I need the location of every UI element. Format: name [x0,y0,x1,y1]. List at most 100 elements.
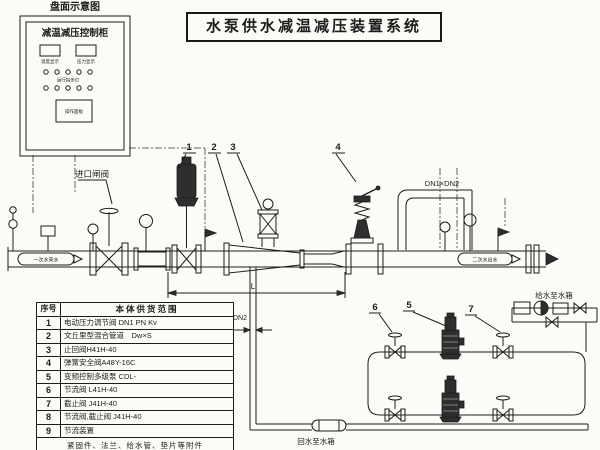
table-row: 5 变频控制多级泵 CDL- [37,369,233,383]
handwheel-icon [99,207,119,215]
flow-tag-left: 一次水来水 [17,252,84,266]
dn1xdn2-label: DN1×DN2 [425,179,459,188]
supply-tank-label: 给水至水箱 [535,290,573,300]
main-pipe [7,247,559,271]
inlet-valve-callout: 进口闸阀 [75,169,113,205]
row-no: 3 [37,343,61,356]
throttle-valve-upper-right [492,332,514,359]
row-desc: 节流装置 [64,425,94,435]
throttle-valve-lower-left [384,395,406,422]
table-row: 3 止回阀H41H-40 [37,342,233,356]
cabinet-label: 减温减压控制柜 [42,27,109,39]
actuator-motor-icon [176,163,197,199]
bypass-elbow: DN1×DN2 [397,179,473,250]
display-left-label: 温度显示 [41,58,59,65]
tank-supply-line: 给水至水箱 [511,290,598,352]
row-desc: 文丘里型混合管道 Dw×S [64,331,152,340]
row-no: 8 [37,411,61,424]
inline-device-icon [311,419,347,432]
lights-label: 运行指示灯 [57,77,80,84]
flow-tag-right: 二次水出水 [457,252,522,266]
table-row: 4 弹簧安全阀A48Y-16C [37,356,233,370]
table-row: 8 节流阀,截止阀 J41H-40 [37,410,233,424]
row-desc: 节流阀,截止阀 J41H-40 [64,412,142,421]
return-line: 回水至水箱 [297,419,589,446]
callouts-skid: 6 5 7 [369,300,501,333]
gauge-icon [9,206,17,214]
control-cabinet: 盘面示意图 减温减压控制柜 温度显示 压力显示 运行指示灯 操作面板 [19,0,131,157]
meter-icon [552,302,569,315]
inlet-gate-valve [89,207,129,276]
gauge-icon [87,223,99,235]
control-wiring [32,147,506,248]
table-row: 6 节流阀 L41H-40 [37,383,233,397]
throttle-valve-upper-left [384,332,406,359]
handwheel-icon [388,395,402,401]
callout-4: 4 [335,142,341,153]
gauge-icon [8,219,18,229]
safety-valve [345,185,384,275]
header-no: 序号 [37,303,61,316]
pipe-flanges-right [525,244,540,274]
row-desc: 止回阀H41H-40 [64,344,117,354]
handwheel-icon [262,198,274,210]
flow-right-label: 二次水出水 [472,257,497,264]
table-row: 2 文丘里型混合管道 Dw×S [37,329,233,343]
multistage-pump-lower [439,375,465,423]
row-desc: 节流阀 L41H-40 [64,385,118,394]
spring-icon [353,201,371,221]
gauge-icon [463,213,477,227]
return-tank-label: 回水至水箱 [297,436,335,446]
row-no: 6 [37,384,61,397]
display-right [75,44,97,57]
callout-5: 5 [406,300,412,311]
dim-l-label: L [251,282,256,291]
dn2-label: DN2 [233,315,247,322]
display-left [39,44,61,57]
panel-caption: 盘面示意图 [50,0,100,13]
throttle-valve-lower-right [492,395,514,422]
row-desc: 电动压力调节阀 DN1 PN Kv [64,317,157,327]
valve-icon [545,315,559,329]
pump-skid [367,312,586,423]
table-row: 1 电动压力调节阀 DN1 PN Kv [37,315,233,329]
callouts-main: 1 2 3 4 [178,142,357,243]
dn2-downcomer: DN2 [233,267,312,431]
keypad [55,99,93,123]
inlet-valve-label: 进口闸阀 [75,169,109,179]
callout-6: 6 [372,302,377,313]
row-no: 7 [37,397,61,410]
spool-piece [133,247,171,271]
table-header: 序号 本体供货范围 [37,303,233,316]
supply-scope-table: 序号 本体供货范围 1 电动压力调节阀 DN1 PN Kv 2 文丘里型混合管道… [36,302,234,450]
flow-arrow [545,252,559,266]
gauge-icon [439,221,451,233]
flow-left-label: 一次水来水 [33,257,58,264]
venturi-mixer [223,242,345,276]
instruments-right [439,213,511,251]
multistage-pump-upper [439,312,465,360]
row-no: 4 [37,357,61,370]
row-no: 1 [37,316,61,329]
valve-icon [573,301,587,315]
check-valve [257,198,279,247]
pump-motor-icon [444,316,457,331]
callout-7: 7 [468,304,473,315]
table-row: 7 截止阀 J41H-40 [37,396,233,410]
header-scope: 本体供货范围 [115,304,179,314]
row-desc: 变频控制多级泵 CDL- [64,371,137,381]
display-right-label: 压力显示 [77,58,95,65]
callout-3: 3 [230,142,235,153]
instruments-left [8,206,218,251]
handwheel-icon [496,332,510,338]
page-title: 水泵供水减温减压装置系统 [186,12,442,42]
table-row: 9 节流装置 [37,423,233,437]
row-desc: 弹簧安全阀A48Y-16C [64,358,136,367]
thermometer-flag-icon [497,227,511,237]
transmitter-icon [40,225,56,237]
keypad-label: 操作面板 [65,108,83,115]
indicator-lights [43,69,93,91]
dimension-L: L [166,272,347,298]
